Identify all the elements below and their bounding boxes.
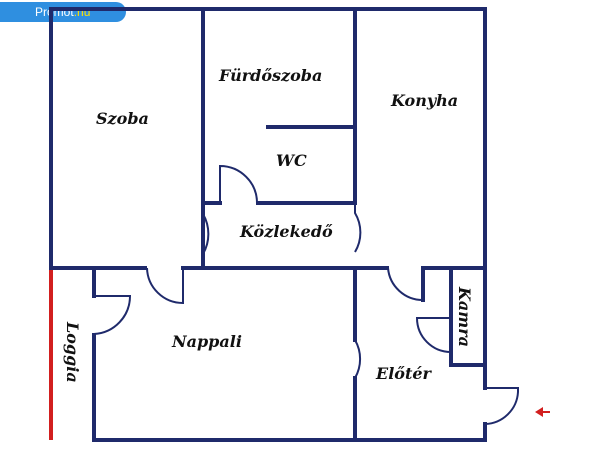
entrance-arrow-icon (535, 407, 550, 417)
room-label-konyha: Konyha (390, 91, 458, 110)
room-label-furdoszoba: Fürdőszoba (218, 66, 322, 85)
room-label-kamra: Kamra (455, 286, 474, 347)
room-label-eloter: Előtér (375, 364, 433, 383)
room-label-wc: WC (276, 151, 307, 170)
room-label-nappali: Nappali (171, 332, 242, 351)
room-label-kozlekedo: Közlekedő (239, 222, 333, 241)
room-label-szoba: Szoba (96, 109, 149, 128)
interior-walls (49, 7, 487, 442)
doors (93, 164, 519, 425)
room-label-loggia: Loggia (63, 321, 82, 383)
outer-walls (49, 7, 487, 442)
